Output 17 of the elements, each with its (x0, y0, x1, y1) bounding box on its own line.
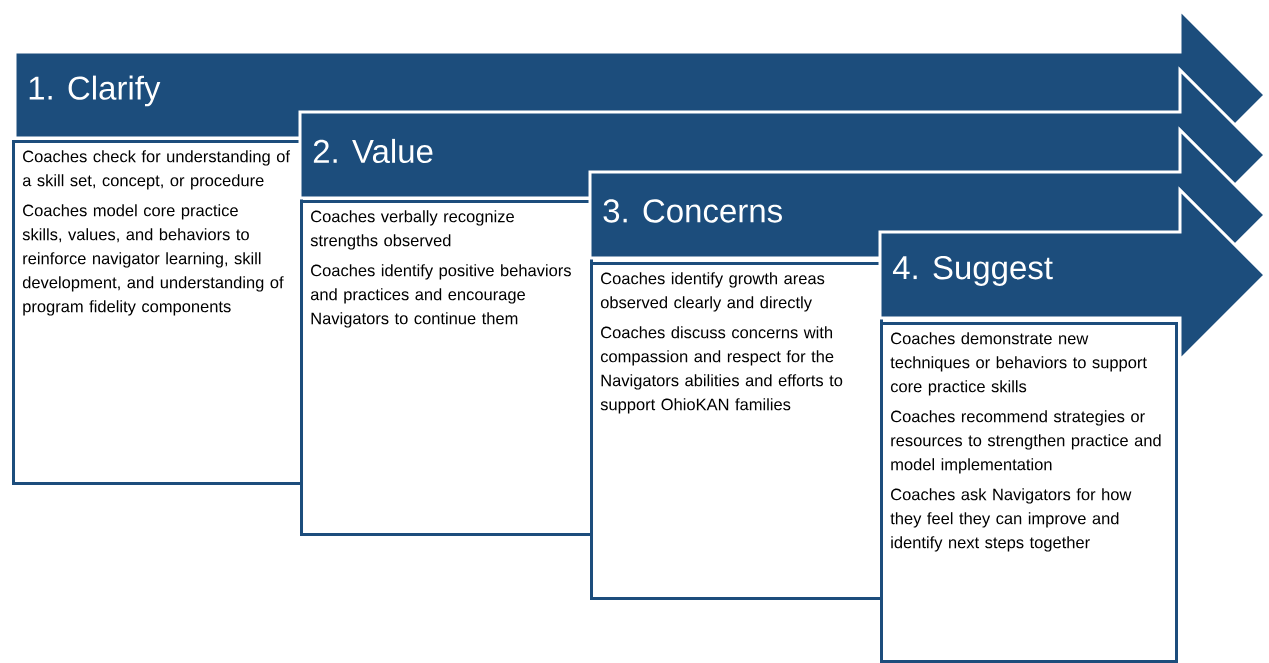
bullet-text: Coaches check for understanding of a skill set, concept, or procedure (22, 150, 290, 190)
bullet-text: Coaches verbally recognize strengths observed (310, 210, 514, 250)
node-label: 1. Clarify (29, 75, 161, 107)
bullet-text: Coaches demonstrate new techniques or behaviors to support core practice skills (890, 332, 1147, 396)
node-label: 2. Value (313, 138, 433, 164)
node-label: 4. Suggest (892, 256, 1053, 286)
bullet-text: Coaches model core practice skills, values, and behaviors to reinforce navigator learning, skill development, and understanding of program fidelity components (22, 204, 284, 316)
bullet-text: Coaches identify positive behaviors and practices and encourage Navigators to continue them (310, 264, 571, 328)
bullet-text: Coaches discuss concerns with compassion and respect for the Navigators abilities and efforts to support OhioKAN families (600, 326, 843, 414)
text-box (12, 140, 303, 485)
node-label: 3. Concerns (603, 199, 782, 223)
bullet-text: Coaches recommend strategies or resources to strengthen practice and model implementation (891, 410, 1161, 474)
bullet-text: Coaches ask Navigators for how they feel they can improve and identify next steps together (890, 488, 1132, 552)
text-box (880, 322, 1178, 663)
bullet-text: Coaches identify growth areas observed clearly and directly (600, 272, 825, 312)
text-box (590, 262, 883, 600)
text-box (300, 200, 593, 536)
